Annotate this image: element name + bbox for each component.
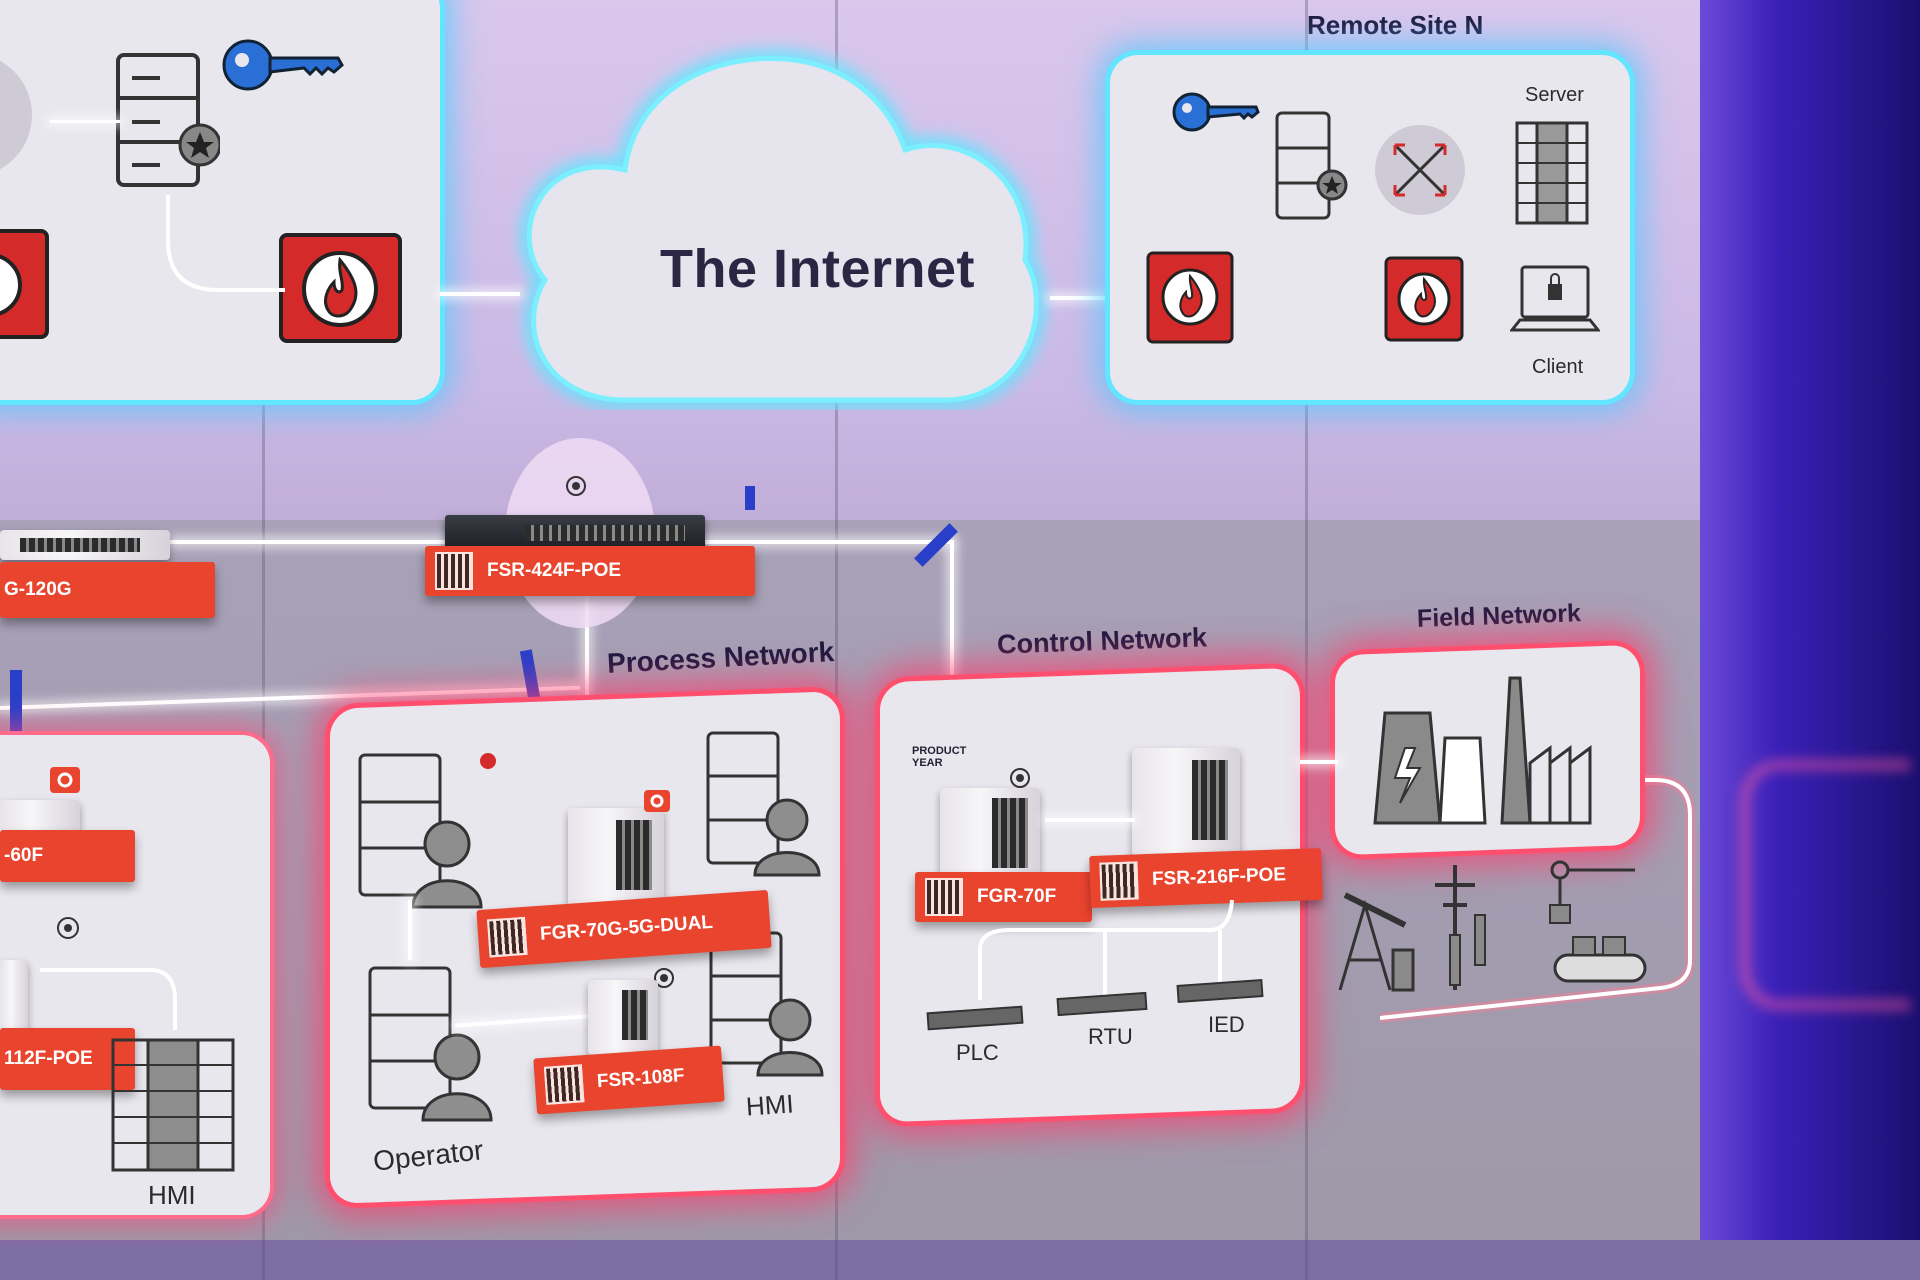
floor bbox=[0, 1240, 1920, 1280]
fsr-216f-device bbox=[1132, 748, 1240, 856]
firewall-icon bbox=[1384, 256, 1464, 342]
fortinet-logo-icon bbox=[50, 767, 80, 793]
fgr-70f-label: FGR-70F bbox=[977, 886, 1057, 907]
hmi-workstation-icon bbox=[709, 931, 824, 1077]
fsr-120g-label: G-120G bbox=[4, 579, 72, 600]
link-wire bbox=[1300, 760, 1338, 764]
link-wire bbox=[1050, 296, 1150, 300]
link-wire bbox=[408, 900, 412, 960]
remote-site-title: Remote Site N bbox=[1307, 10, 1484, 40]
firewall-icon bbox=[1146, 251, 1234, 344]
rtu-label: RTU bbox=[1088, 1024, 1133, 1049]
fortinet-logo-icon bbox=[644, 790, 670, 812]
award-line-2: YEAR bbox=[912, 757, 943, 769]
link-wire bbox=[50, 120, 120, 123]
client-label: Client bbox=[1532, 356, 1584, 378]
lower-wall-band bbox=[0, 520, 1700, 1280]
fsr-112f-label: 112F-POE bbox=[4, 1048, 93, 1069]
award-badge: PRODUCT YEAR bbox=[912, 745, 966, 769]
fsr-108f-label: FSR-108F bbox=[596, 1065, 686, 1093]
fsr-216f-label: FSR-216F-POE bbox=[1151, 864, 1287, 890]
power-plant-icon bbox=[1373, 676, 1592, 825]
fsr-120g-switch bbox=[0, 530, 170, 560]
field-loop-wire bbox=[1379, 775, 1695, 1023]
router-icon bbox=[1375, 125, 1465, 215]
laptop-icon bbox=[1510, 265, 1600, 332]
firewall-icon bbox=[0, 229, 49, 339]
fortinet-logo-icon bbox=[566, 476, 586, 496]
server-rack-icon bbox=[111, 1038, 235, 1172]
fgr-60f-tag: -60F bbox=[0, 830, 135, 882]
fsr-120g-tag: G-120G bbox=[0, 562, 215, 618]
operator-workstation-icon bbox=[358, 753, 483, 909]
fortinet-logo-icon bbox=[654, 968, 674, 988]
server-icon bbox=[1275, 111, 1348, 220]
cable-tie bbox=[745, 486, 755, 510]
operator-workstation-icon bbox=[368, 966, 493, 1122]
hmi-left-label: HMI bbox=[148, 1180, 196, 1210]
firewall-icon bbox=[279, 233, 402, 343]
hmi-label: HMI bbox=[744, 1088, 795, 1122]
fgr-60f-label: -60F bbox=[4, 845, 44, 866]
wall-seam bbox=[1305, 0, 1308, 1280]
server-rack-icon bbox=[1515, 121, 1589, 225]
field-assets-icon bbox=[1338, 860, 1647, 992]
link-wire bbox=[1045, 818, 1135, 822]
fortinet-logo-icon bbox=[57, 917, 79, 939]
fsr-424f-tag: FSR-424F-POE bbox=[425, 546, 755, 596]
right-wall bbox=[1700, 0, 1920, 1280]
wall-seam bbox=[835, 0, 838, 1280]
cable-tie bbox=[10, 670, 22, 740]
ied-label: IED bbox=[1208, 1012, 1245, 1037]
red-dot-award-icon bbox=[480, 753, 496, 769]
key-icon bbox=[222, 39, 344, 91]
rtu-device-icon bbox=[1056, 991, 1148, 1017]
fortinet-logo-icon bbox=[1010, 768, 1030, 788]
fgr-70g-label: FGR-70G-5G-DUAL bbox=[539, 911, 714, 945]
field-network-title: Field Network bbox=[1416, 599, 1582, 633]
link-wire bbox=[40, 968, 177, 1030]
link-wire bbox=[440, 292, 520, 296]
fgr-70f-device bbox=[940, 788, 1040, 883]
plc-label: PLC bbox=[956, 1040, 999, 1065]
fsr-108f-device bbox=[588, 980, 658, 1055]
fsr-424f-switch bbox=[445, 515, 705, 551]
internet-cloud bbox=[521, 50, 1045, 408]
router-icon bbox=[0, 60, 32, 170]
internet-label: The Internet bbox=[660, 239, 976, 299]
trunk-wire bbox=[950, 540, 954, 770]
key-icon bbox=[1172, 92, 1260, 132]
link-wire bbox=[166, 195, 285, 292]
server-icon bbox=[116, 53, 220, 187]
control-bus-wire bbox=[978, 899, 1234, 1000]
server-label: Server bbox=[1525, 84, 1584, 106]
wall-seam bbox=[262, 0, 265, 1280]
ied-device-icon bbox=[1176, 979, 1264, 1003]
fsr-424f-label: FSR-424F-POE bbox=[487, 560, 622, 581]
hmi-workstation-icon bbox=[706, 731, 821, 877]
award-line-1: PRODUCT bbox=[912, 745, 967, 757]
fgr-70g-device bbox=[568, 808, 664, 908]
right-wall-glow bbox=[1740, 760, 1910, 1010]
fgr-70f-tag: FGR-70F bbox=[915, 872, 1092, 922]
plc-device-icon bbox=[926, 1005, 1024, 1031]
